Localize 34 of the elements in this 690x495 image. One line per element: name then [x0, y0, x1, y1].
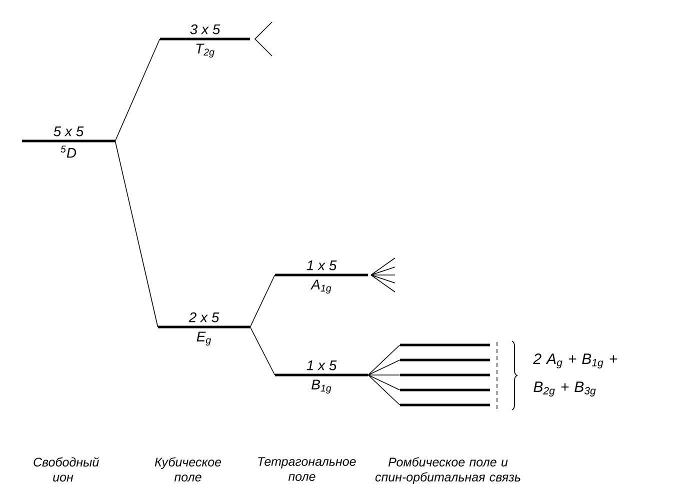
energy-level [400, 374, 490, 376]
splitting-line [368, 374, 400, 406]
column-caption: Кубическое поле [154, 457, 222, 482]
node-label: 1 x 5 [306, 260, 337, 270]
splitting-line [368, 344, 400, 376]
energy-level: 1 x 5 B$_{1g}$ [275, 360, 368, 394]
node-label: $^{5}$D [60, 146, 76, 158]
energy-level [400, 344, 490, 346]
energy-level: 5 x 5 $^{5}$D [22, 126, 115, 158]
splitting-line [114, 38, 160, 142]
splitting-line [114, 140, 158, 328]
node-label: 1 x 5 [306, 360, 337, 370]
node-label: 3 x 5 [190, 24, 220, 34]
node-label: A$_{1g}$ [310, 280, 332, 294]
node-label: 5 x 5 [54, 126, 84, 136]
energy-level [400, 358, 490, 362]
column-caption: Свободный ион [34, 457, 99, 482]
node-label: 2 x 5 [188, 312, 220, 322]
splitting-line [250, 274, 276, 328]
column-caption: Ромбическое поле и спин-орбитальная связь [375, 457, 520, 484]
energy-level: 1 x 5 A$_{1g}$ [275, 260, 368, 294]
node-label: E$_{g}$ [196, 332, 212, 346]
node-label: T$_{2g}$ [196, 44, 214, 58]
energy-level: 3 x 5 T$_{2g}$ [160, 24, 250, 58]
column-caption: Тетрагональное поле [258, 457, 356, 481]
energy-level: 2 x 5 E$_{g}$ [158, 312, 250, 346]
splitting-line [368, 374, 400, 390]
energy-level [400, 404, 490, 406]
splitting-line [368, 360, 400, 376]
energy-level [400, 388, 490, 392]
splitting-line [250, 326, 276, 376]
node-label: B$_{1g}$ [312, 380, 332, 394]
splitting-line [368, 374, 400, 376]
term-sum: 2 A$_{g}$ + B$_{1g}$ + B$_{2g}$ + B$_{3g}$ [533, 353, 618, 396]
